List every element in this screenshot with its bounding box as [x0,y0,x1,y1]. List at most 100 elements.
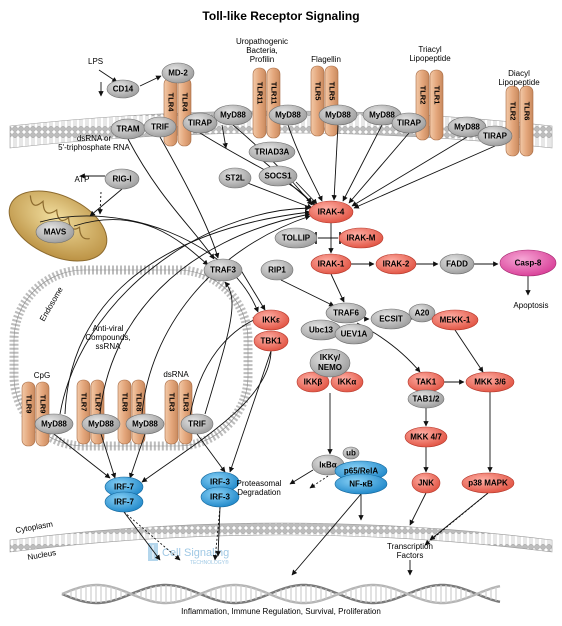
signal-arrow [342,124,383,202]
signal-arrow [295,181,318,205]
label-apoptosis: Apoptosis [513,301,548,310]
myd88-label: MyD88 [220,111,246,120]
signal-arrow [100,433,117,479]
receptor-label: TLR8 [135,393,144,412]
output-label: Inflammation, Immune Regulation, Surviva… [181,607,381,616]
ikka-label: IKKα [338,378,357,387]
node-nfkb: NF-κB [334,473,388,495]
label-dsrna_endo: dsRNA [163,370,189,379]
diagram-title: Toll-like Receptor Signaling [202,9,359,23]
signal-arrow [99,212,311,415]
cd14-label: CD14 [113,85,134,94]
dashed-arrow [123,511,181,561]
node-casp8: Casp-8 [499,249,557,277]
node-ikkg-nemo: IKKγ/NEMO [309,348,351,378]
signal-arrow [221,124,228,149]
irak4-label: IRAK-4 [318,208,345,217]
label-uro2: Bacteria, [246,46,278,55]
nuclear-membrane [9,522,553,553]
ubc13-label: Ubc13 [309,326,334,335]
receptor-label: TLR11 [270,82,279,105]
ikba-label: IκBα [319,461,336,470]
label-tf2: Factors [397,551,424,560]
receptor-label: TLR4 [181,93,190,113]
node-myd88: MyD88 [81,413,121,435]
node-irak2: IRAK-2 [375,253,417,275]
tram-label: TRAM [116,125,139,134]
signal-arrow [98,69,118,83]
dna-helix [61,583,501,605]
triad3a-label: TRIAD3A [255,148,290,157]
label-antiviral3: ssRNA [96,342,122,351]
cell-signaling-logo: Cell Signaling TECHNOLOGY® [148,543,229,566]
label-cpg: CpG [34,371,50,380]
label-tf1: Transcription [387,542,433,551]
node-st2l: ST2L [218,167,252,189]
svg-text:TECHNOLOGY®: TECHNOLOGY® [190,559,229,566]
node-ubc13: Ubc13 [300,319,342,341]
signal-arrow [244,181,313,209]
node-tirap: TIRAP [182,112,218,134]
node-p38: p38 MAPK [461,472,515,494]
tlr8-receptor: TLR8 TLR8 [117,379,146,445]
fadd-label: FADD [446,260,468,269]
node-trif: TRIF [143,116,177,138]
label-di1: Diacyl [508,69,530,78]
label-flagellin: Flagellin [311,55,341,64]
receptor-label: TLR1 [433,86,442,105]
signal-arrow [129,433,146,479]
dashed-arrow [97,191,103,215]
node-tirap: TIRAP [477,125,513,147]
node-rip1: RIP1 [260,259,294,281]
receptor-label: TLR11 [256,82,265,105]
node-myd88: MyD88 [213,104,253,126]
signal-arrow [287,124,323,202]
node-myd88: MyD88 [318,104,358,126]
node-irakm: IRAK-M [338,227,384,249]
node-tbk1: TBK1 [253,330,289,352]
tak1-label: TAK1 [416,378,437,387]
node-socs1: SOCS1 [258,165,298,187]
node-triad3a: TRIAD3A [248,141,296,163]
mkk36-label: MKK 3/6 [474,378,506,387]
label-tri1: Triacyl [418,45,441,54]
irf7-label: IRF-7 [114,483,135,492]
signal-arrow [353,145,496,209]
irf3-label: IRF-3 [210,478,231,487]
dashed-arrow [424,492,489,546]
node-mkk47: MKK 4/7 [404,426,448,448]
label-uro3: Profilin [250,55,274,64]
trif-label: TRIF [188,420,206,429]
label-atp: ATP [75,175,90,184]
signal-arrow [229,350,272,473]
node-tirap: TIRAP [391,112,427,134]
node-a20: A20 [408,303,436,323]
node-trif: TRIF [180,413,214,435]
node-uev1a: UEV1A [334,323,374,345]
node-traf3: TRAF3 [203,258,243,282]
receptor-label: TLR8 [121,393,130,412]
signal-arrow [331,124,339,201]
tirap-label: TIRAP [188,119,213,128]
signal-arrow [53,433,111,479]
mekk1-label: MEKK-1 [440,316,471,325]
receptor-label: TLR3 [182,393,191,412]
rip1-label: RIP1 [268,266,286,275]
receptor-label: TLR5 [328,82,337,101]
mavs-label: MAVS [44,228,67,237]
signal-arrow [141,350,272,483]
node-ikkb: IKKβ [296,371,330,393]
signal-arrow [159,136,220,259]
trif-label: TRIF [151,123,169,132]
signal-arrow [89,188,123,217]
label-lps: LPS [88,57,103,66]
node-md2: MD-2 [161,62,195,84]
signal-arrow [123,511,161,561]
receptor-label: TLR9 [25,395,34,414]
svg-text:NEMO: NEMO [318,363,342,372]
nfkb-label: NF-κB [349,480,373,489]
irakm-label: IRAK-M [347,234,376,243]
